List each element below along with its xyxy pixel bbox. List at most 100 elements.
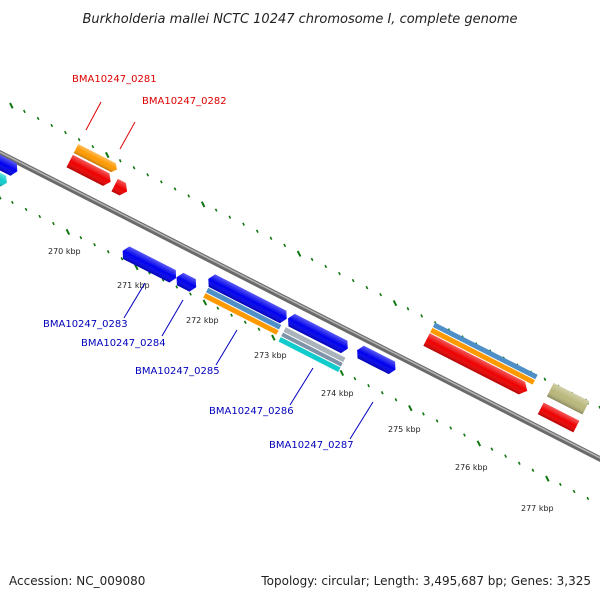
inner-tick xyxy=(339,369,345,377)
tick-label: 273 kbp xyxy=(254,351,287,360)
gene-label-0284[interactable]: BMA10247_0284 xyxy=(81,338,166,349)
inner-tick xyxy=(65,228,71,236)
cds-0284-arrow xyxy=(176,272,197,292)
outer-tick xyxy=(255,229,259,233)
inner-tick xyxy=(216,306,220,310)
cds-0286-stripe-gray xyxy=(283,327,346,363)
inner-tick xyxy=(0,195,2,200)
inner-tick xyxy=(435,419,439,423)
inner-tick xyxy=(367,384,371,388)
outer-tick xyxy=(324,264,328,269)
gene-leader-0284 xyxy=(161,299,184,337)
outer-tick xyxy=(173,187,177,191)
outer-tick xyxy=(392,299,398,307)
tick-label: 277 kbp xyxy=(521,504,554,513)
outer-tick xyxy=(228,215,232,219)
tick-label: 276 kbp xyxy=(455,463,488,472)
cds-0285-arrow xyxy=(208,274,287,324)
cds-0283-arrow xyxy=(122,246,177,283)
outer-tick xyxy=(242,222,245,226)
outer-tick xyxy=(91,144,95,149)
gene-leader-0285 xyxy=(215,329,238,366)
tick-label: 271 kbp xyxy=(117,281,150,290)
inner-tick xyxy=(93,242,96,247)
outer-tick xyxy=(77,137,81,142)
inner-tick xyxy=(504,454,508,458)
tick-label: 274 kbp xyxy=(321,389,354,398)
inner-tick xyxy=(408,405,413,412)
inner-tick xyxy=(545,475,550,482)
outer-tick xyxy=(420,314,424,318)
right-red-feature-2 xyxy=(537,402,580,433)
inner-tick xyxy=(38,214,42,219)
inner-tick xyxy=(449,426,453,430)
inner-tick xyxy=(490,447,494,451)
inner-tick xyxy=(257,327,261,331)
inner-tick xyxy=(463,433,466,437)
inner-tick xyxy=(175,285,179,289)
reverse-gene-labels: BMA10247_0283 BMA10247_0284 BMA10247_028… xyxy=(43,282,374,451)
right-stripe-orange xyxy=(430,327,535,385)
forward-gene-labels: BMA10247_0281 BMA10247_0282 xyxy=(72,74,227,150)
gene-leader-0287 xyxy=(349,401,374,440)
gene-leader-0281 xyxy=(85,101,102,131)
outer-tick xyxy=(36,116,40,121)
outer-tick xyxy=(283,243,287,248)
inner-tick xyxy=(476,440,482,447)
cds-0287-arrow xyxy=(357,345,396,375)
outer-tick xyxy=(22,109,26,114)
inner-tick xyxy=(230,313,233,317)
inner-tick xyxy=(558,482,562,487)
inner-tick xyxy=(572,489,576,494)
gene-label-0286[interactable]: BMA10247_0286 xyxy=(209,406,294,417)
inner-tick xyxy=(421,412,425,416)
tick-label: 272 kbp xyxy=(186,316,219,325)
inner-tick xyxy=(586,496,590,501)
inner-tick xyxy=(24,207,28,212)
outer-tick xyxy=(50,123,54,128)
right-khaki-feature xyxy=(546,382,590,415)
cds-0285-stripe-steelblue xyxy=(205,287,282,330)
gene-label-0282[interactable]: BMA10247_0282 xyxy=(142,96,227,107)
right-red-arrow xyxy=(423,333,528,395)
accession-text: Accession: NC_009080 xyxy=(9,574,146,588)
gene-label-0285[interactable]: BMA10247_0285 xyxy=(135,366,220,377)
inner-tick xyxy=(243,320,247,324)
inner-tick xyxy=(380,391,384,395)
cds-0282-arrow xyxy=(111,178,128,196)
gene-leader-0286 xyxy=(289,367,314,406)
tick-label: 270 kbp xyxy=(48,247,81,256)
gene-label-0281[interactable]: BMA10247_0281 xyxy=(72,74,157,85)
inner-tick xyxy=(106,250,110,254)
cds-0286-stripe-cyan xyxy=(278,337,341,372)
outer-tick xyxy=(296,250,302,257)
backbone xyxy=(0,150,600,462)
cds-0281-arrow xyxy=(66,154,111,186)
inner-tick xyxy=(189,292,192,296)
outer-tick xyxy=(9,102,14,109)
gene-label-0283[interactable]: BMA10247_0283 xyxy=(43,319,128,330)
inner-tick xyxy=(271,334,276,341)
gene-label-0287[interactable]: BMA10247_0287 xyxy=(269,440,354,451)
outer-tick xyxy=(214,208,218,212)
inner-tick xyxy=(353,376,357,381)
outer-tick xyxy=(379,293,383,297)
inner-tick xyxy=(10,200,14,205)
inner-tick xyxy=(52,221,55,226)
outer-tick xyxy=(269,236,273,240)
inner-tick xyxy=(517,461,521,465)
inner-tick xyxy=(79,235,83,240)
genome-summary-text: Topology: circular; Length: 3,495,687 bp… xyxy=(261,574,591,588)
cds-0286-stripe-steelgray xyxy=(281,332,343,367)
outer-tick xyxy=(146,173,150,177)
outer-tick xyxy=(310,257,314,262)
outer-tick xyxy=(200,201,206,208)
inner-tick xyxy=(202,299,208,306)
outer-tick xyxy=(118,159,122,163)
outer-tick xyxy=(187,194,191,198)
right-stripe-steelblue xyxy=(432,322,538,380)
tick-label: 275 kbp xyxy=(388,425,421,434)
tick-labels: 270 kbp 271 kbp 272 kbp 273 kbp 274 kbp … xyxy=(48,247,554,513)
cds-0285-stripe-orange xyxy=(203,293,279,335)
